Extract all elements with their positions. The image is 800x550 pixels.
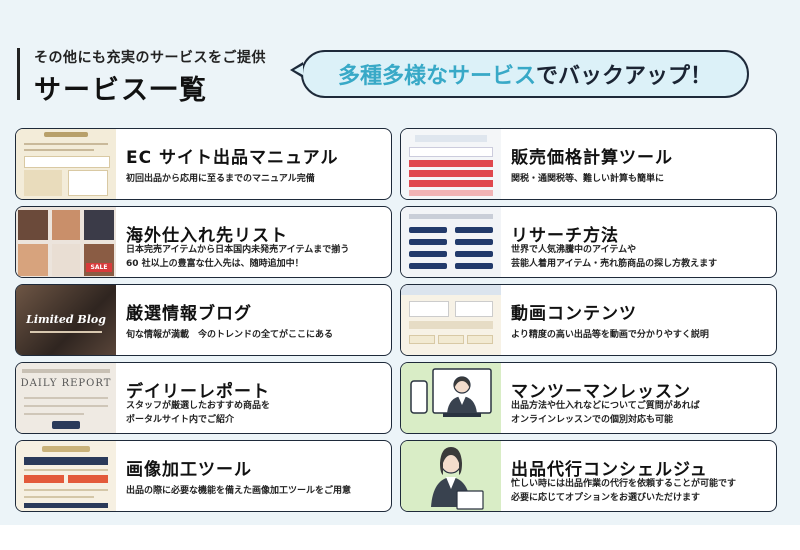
thumbnail-video (401, 285, 501, 355)
service-desc: 世界で人気沸騰中のアイテムや 芸能人着用アイテム・売れ筋商品の探し方教えます (511, 243, 717, 271)
concierge-illustration (431, 447, 484, 510)
service-desc: 出品方法や仕入れなどについてご質問があれば オンラインレッスンでの個別対応も可能 (511, 399, 700, 427)
speech-bubble: 多種多様なサービスでバックアップ！ (301, 50, 749, 98)
service-title: 販売価格計算ツール (511, 148, 673, 168)
service-title: 画像加工ツール (126, 460, 252, 480)
header-accent-bar (17, 48, 20, 100)
bubble-text: でバックアップ！ (536, 64, 713, 89)
service-desc-line: 出品方法や仕入れなどについてご質問があれば (511, 401, 700, 411)
service-desc-line: 日本完売アイテムから日本国内未発売アイテムまで揃う (126, 245, 350, 255)
service-card-price-calculator[interactable]: 販売価格計算ツール 関税・通関税等、難しい計算も簡単に (400, 128, 777, 200)
service-title: リサーチ方法 (511, 226, 619, 246)
service-card-listing-concierge[interactable]: 出品代行コンシェルジュ 忙しい時には出品作業の代行を依頼することが可能です 必要… (400, 440, 777, 512)
service-desc: 忙しい時には出品作業の代行を依頼することが可能です 必要に応じてオプションをお選… (511, 477, 736, 505)
service-desc-line: 芸能人着用アイテム・売れ筋商品の探し方教えます (511, 259, 718, 269)
thumbnail-supplier-list: SALE (16, 207, 116, 277)
thumbnail-daily-report: DAILY REPORT (16, 363, 116, 433)
thumbnail-ec-manual (16, 129, 116, 199)
bubble-highlight-text: 多種多様なサービス (337, 64, 536, 89)
report-thumbnail-text: DAILY REPORT (20, 378, 112, 389)
service-desc-line: スタッフが厳選したおすすめ商品を (126, 401, 271, 411)
service-title: 動画コンテンツ (511, 304, 637, 324)
service-desc-line: 必要に応じてオプションをお選びいただけます (511, 493, 701, 503)
thumbnail-listing-concierge (401, 441, 501, 511)
header-subtitle: その他にも充実のサービスをご提供 (34, 50, 266, 66)
thumbnail-blog: Limited Blog (16, 285, 116, 355)
service-desc-line: 忙しい時には出品作業の代行を依頼することが可能です (511, 479, 737, 489)
thumbnail-price-calculator (401, 129, 501, 199)
service-desc: 旬な情報が満載 今のトレンドの全てがここにある (126, 330, 334, 340)
service-desc-line: 世界で人気沸騰中のアイテムや (511, 245, 637, 255)
thumbnail-image-editing-tool (16, 441, 116, 511)
service-title: 出品代行コンシェルジュ (511, 460, 708, 480)
thumbnail-research-method (401, 207, 501, 277)
lesson-illustration (410, 368, 492, 417)
service-desc: 初回出品から応用に至るまでのマニュアル完備 (126, 174, 315, 184)
service-card-ec-manual[interactable]: EC サイト出品マニュアル 初回出品から応用に至るまでのマニュアル完備 (15, 128, 392, 200)
service-card-video[interactable]: 動画コンテンツ より精度の高い出品等を動画で分かりやすく説明 (400, 284, 777, 356)
service-card-one-on-one-lesson[interactable]: マンツーマンレッスン 出品方法や仕入れなどについてご質問があれば オンラインレッ… (400, 362, 777, 434)
service-desc: 日本完売アイテムから日本国内未発売アイテムまで揃う 60 社以上の豊富な仕入先は… (126, 243, 349, 271)
thumbnail-one-on-one-lesson (401, 363, 501, 433)
page-title: サービス一覧 (34, 75, 208, 106)
service-title: マンツーマンレッスン (511, 382, 691, 402)
service-card-blog[interactable]: Limited Blog 厳選情報ブログ 旬な情報が満載 今のトレンドの全てがこ… (15, 284, 392, 356)
service-desc: 出品の際に必要な機能を備えた画像加工ツールをご用意 (126, 486, 352, 496)
service-card-research-method[interactable]: リサーチ方法 世界で人気沸騰中のアイテムや 芸能人着用アイテム・売れ筋商品の探し… (400, 206, 777, 278)
service-title: 厳選情報ブログ (126, 304, 252, 324)
service-desc: 関税・通関税等、難しい計算も簡単に (511, 174, 665, 184)
sale-label: SALE (86, 263, 112, 272)
service-desc-line: オンラインレッスンでの個別対応も可能 (511, 415, 674, 425)
service-desc-line: 60 社以上の豊富な仕入先は、随時追加中！ (126, 259, 304, 269)
service-title: 海外仕入れ先リスト (126, 226, 288, 246)
service-card-daily-report[interactable]: DAILY REPORT デイリーレポート スタッフが厳選したおすすめ商品を ポ… (15, 362, 392, 434)
service-card-supplier-list[interactable]: SALE 海外仕入れ先リスト 日本完売アイテムから日本国内未発売アイテムまで揃う… (15, 206, 392, 278)
service-title: EC サイト出品マニュアル (126, 148, 339, 168)
service-desc-line: ポータルサイト内でご紹介 (126, 415, 235, 425)
service-desc: より精度の高い出品等を動画で分かりやすく説明 (511, 330, 709, 340)
service-card-image-editing-tool[interactable]: 画像加工ツール 出品の際に必要な機能を備えた画像加工ツールをご用意 (15, 440, 392, 512)
service-title: デイリーレポート (126, 382, 270, 402)
blog-thumbnail-text: Limited Blog (26, 313, 106, 326)
service-desc: スタッフが厳選したおすすめ商品を ポータルサイト内でご紹介 (126, 399, 270, 427)
speech-bubble-tail-inner (294, 65, 303, 75)
